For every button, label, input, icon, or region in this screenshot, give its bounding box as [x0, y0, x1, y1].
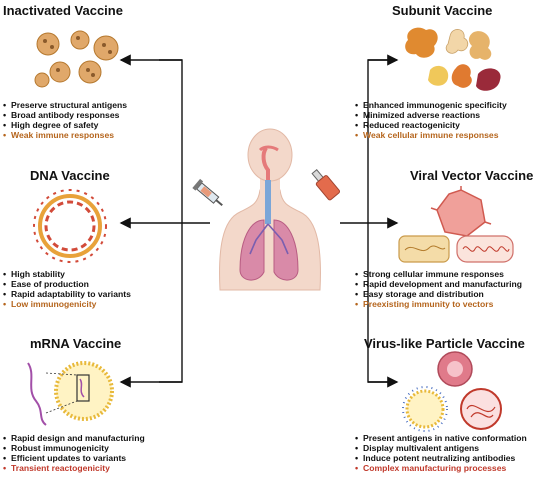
mrna-point-1: Rapid design and manufacturing — [3, 433, 145, 443]
viral-vector-point-1: Strong cellular immune responses — [355, 269, 522, 279]
vlp-point-2: Display multivalent antigens — [355, 443, 527, 453]
viral-vector-point-2: Rapid development and manufacturing — [355, 279, 522, 289]
mrna-limitation: Transient reactogenicity — [3, 463, 145, 473]
subunit-limitation: Weak cellular immune responses — [355, 130, 507, 140]
left-bracket-line — [159, 59, 183, 383]
subunit-vaccine-points: Enhanced immunogenic specificity Minimiz… — [355, 100, 507, 140]
mrna-vaccine-points: Rapid design and manufacturing Robust im… — [3, 433, 145, 473]
mrna-lipid-nanoparticle-icon — [27, 361, 114, 426]
viral-vector-icon — [398, 186, 514, 263]
mrna-point-3: Efficient updates to variants — [3, 453, 145, 463]
vlp-limitation: Complex manufacturing processes — [355, 463, 527, 473]
viral-vector-point-3: Easy storage and distribution — [355, 289, 522, 299]
dna-point-2: Ease of production — [3, 279, 131, 289]
vlp-vaccine-title: Virus-like Particle Vaccine — [364, 336, 525, 351]
subunit-point-3: Reduced reactogenicity — [355, 120, 507, 130]
viral-vector-limitation: Preexisting immunity to vectors — [355, 299, 522, 309]
subunit-point-1: Enhanced immunogenic specificity — [355, 100, 507, 110]
mrna-vaccine-title: mRNA Vaccine — [30, 336, 122, 351]
dna-vaccine-points: High stability Ease of production Rapid … — [3, 269, 131, 309]
viral-vector-vaccine-points: Strong cellular immune responses Rapid d… — [355, 269, 522, 309]
inactivated-limitation: Weak immune responses — [3, 130, 127, 140]
vlp-vaccine-points: Present antigens in native conformation … — [355, 433, 527, 473]
vlp-point-1: Present antigens in native conformation — [355, 433, 527, 443]
dna-point-1: High stability — [3, 269, 131, 279]
inactivated-point-3: High degree of safety — [3, 120, 127, 130]
dna-plasmid-icon — [33, 189, 107, 263]
inactivated-point-2: Broad antibody responses — [3, 110, 127, 120]
inactivated-vaccine-points: Preserve structural antigens Broad antib… — [3, 100, 127, 140]
inactivated-point-1: Preserve structural antigens — [3, 100, 127, 110]
syringe-icon — [192, 178, 223, 207]
virus-like-particle-icon — [402, 351, 502, 432]
dna-vaccine-title: DNA Vaccine — [30, 168, 110, 183]
dna-limitation: Low immunogenicity — [3, 299, 131, 309]
human-body-illustration — [219, 128, 321, 291]
dna-point-3: Rapid adaptability to variants — [3, 289, 131, 299]
vlp-point-3: Induce potent neutralizing antibodies — [355, 453, 527, 463]
subunit-point-2: Minimized adverse reactions — [355, 110, 507, 120]
inactivated-vaccine-title: Inactivated Vaccine — [3, 3, 123, 18]
nasal-spray-icon — [311, 169, 341, 201]
mrna-point-2: Robust immunogenicity — [3, 443, 145, 453]
subunit-vaccine-title: Subunit Vaccine — [392, 3, 493, 18]
protein-subunits-icon — [405, 27, 501, 91]
inactivated-virus-cluster-icon — [34, 30, 119, 88]
viral-vector-vaccine-title: Viral Vector Vaccine — [410, 168, 534, 183]
